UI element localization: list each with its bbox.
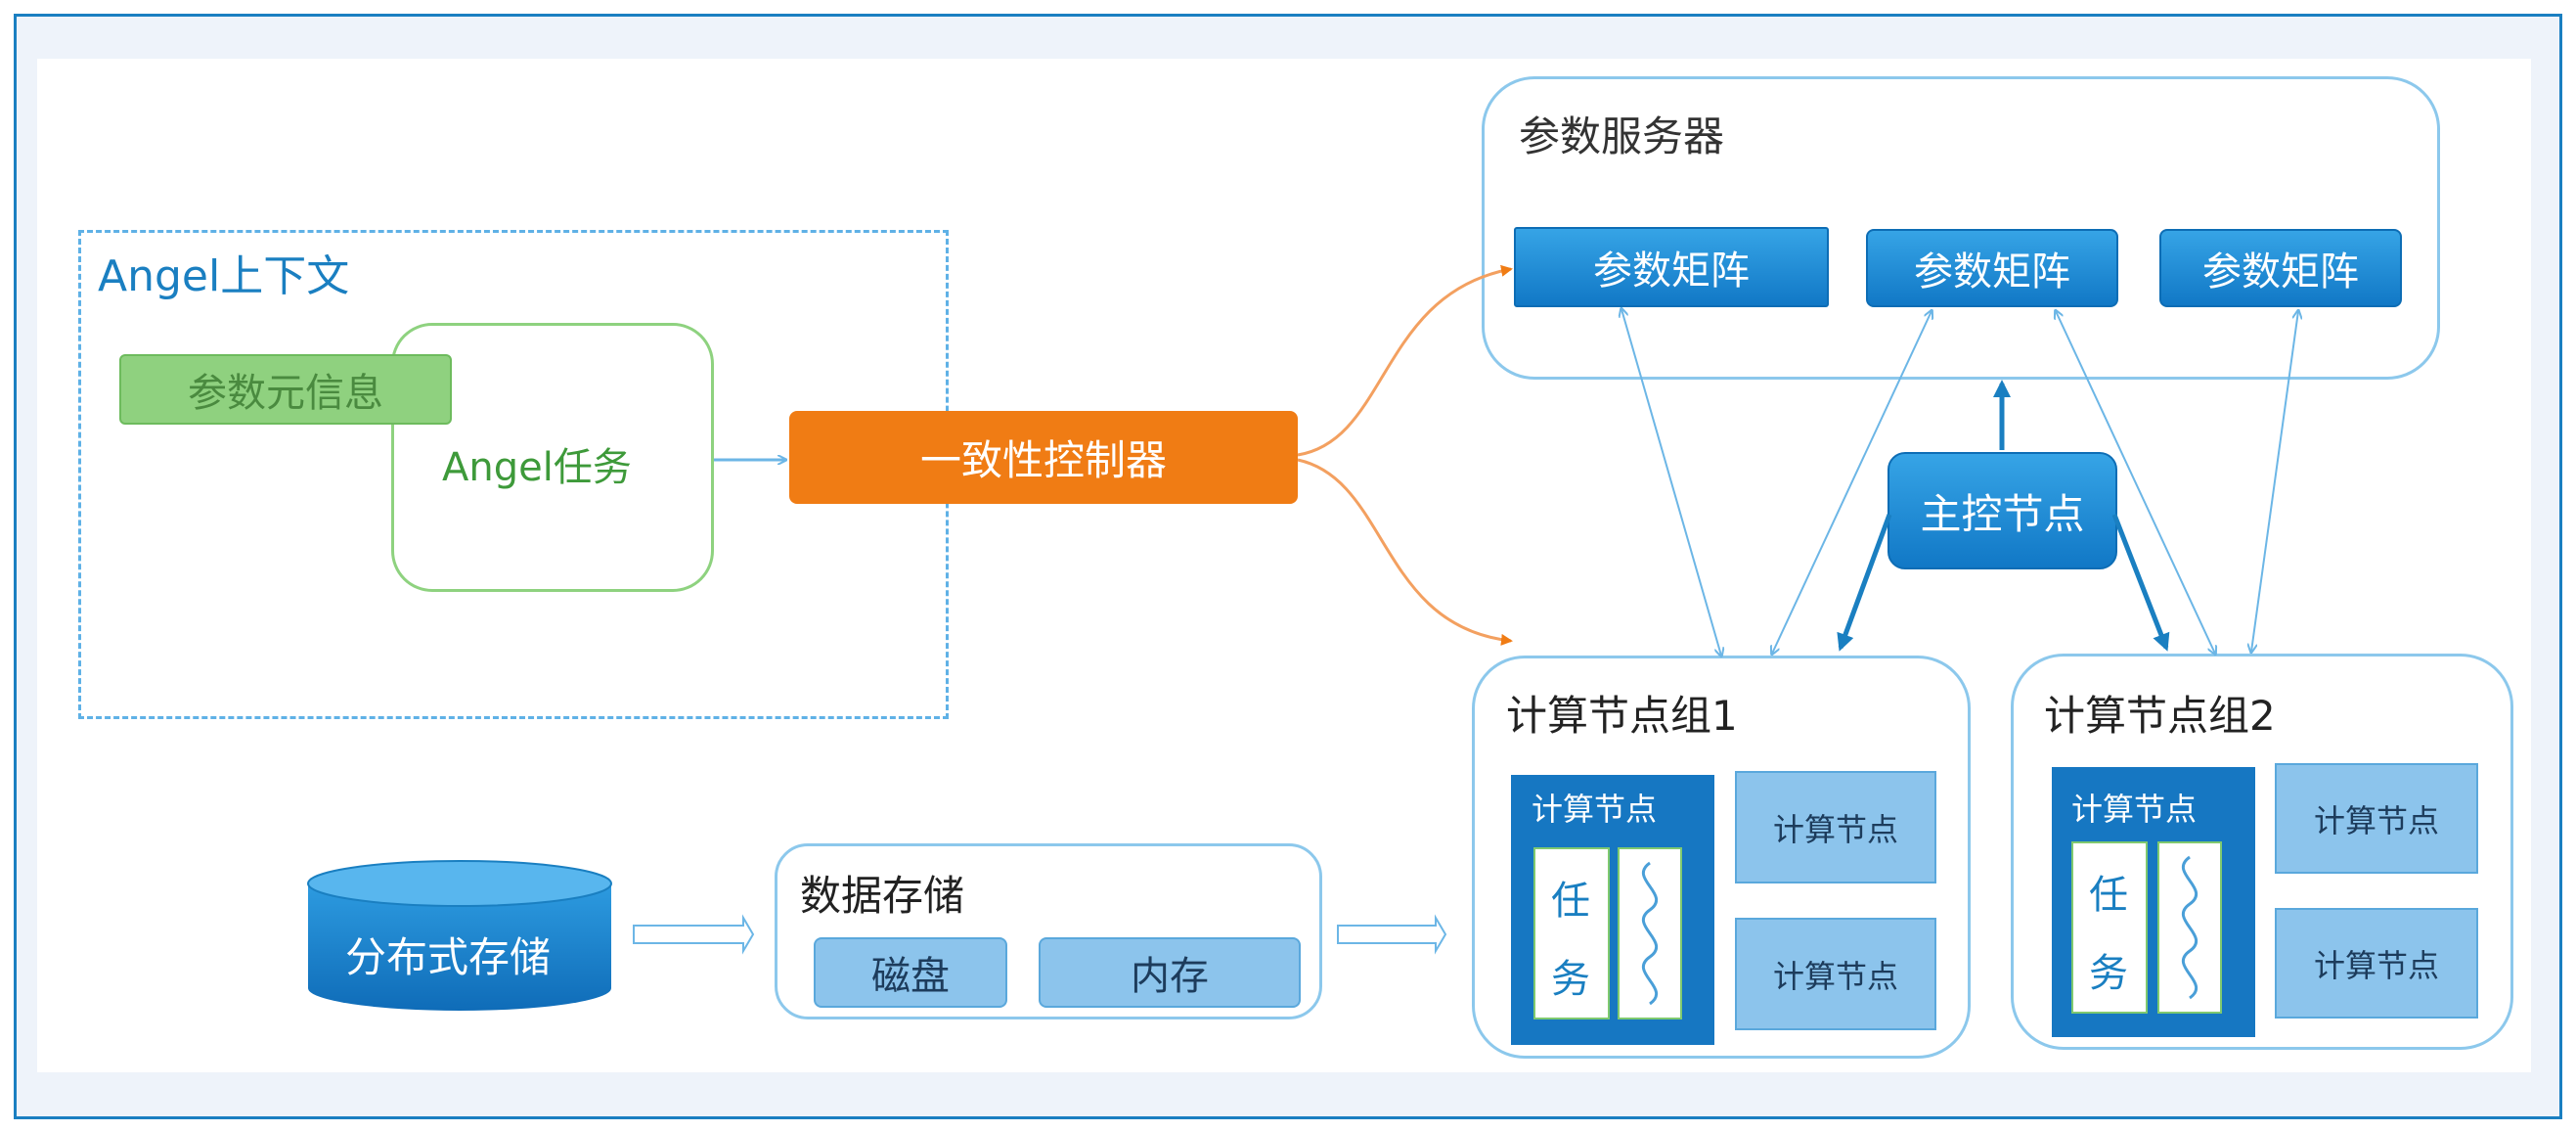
- consistency-controller-label: 一致性控制器: [919, 436, 1167, 484]
- compute-group-2-node-b: 计算节点: [2275, 908, 2478, 1019]
- param-matrix-1-label: 参数矩阵: [1593, 249, 1750, 294]
- compute-group-1-node-a: 计算节点: [1735, 771, 1936, 883]
- compute-group-1-task-box: 任 务: [1533, 847, 1610, 1019]
- compute-group-2-task-box: 任 务: [2071, 841, 2148, 1014]
- param-meta-info-box: 参数元信息: [119, 354, 452, 425]
- consistency-controller-box: 一致性控制器: [789, 411, 1298, 504]
- master-node-box: 主控节点: [1888, 452, 2117, 569]
- wave-icon: [1641, 861, 1659, 1006]
- compute-group-2-node-b-label: 计算节点: [2313, 946, 2439, 984]
- compute-group-2-task-char-1: 任: [2089, 873, 2128, 918]
- param-meta-info-label: 参数元信息: [188, 371, 383, 416]
- param-matrix-2-label: 参数矩阵: [1914, 249, 2070, 294]
- master-node-label: 主控节点: [1920, 489, 2085, 538]
- memory-box: 内存: [1039, 937, 1301, 1008]
- compute-group-1-node-b-label: 计算节点: [1772, 957, 1898, 995]
- compute-group-1-title: 计算节点组1: [1506, 692, 1738, 740]
- compute-group-2-main-node-label: 计算节点: [2071, 791, 2198, 828]
- data-storage-title: 数据存储: [800, 872, 965, 920]
- wave-icon: [2181, 855, 2198, 1000]
- compute-group-1-wave-box: [1618, 847, 1682, 1019]
- param-server-title: 参数服务器: [1519, 113, 1725, 160]
- memory-label: 内存: [1131, 954, 1209, 999]
- disk-label: 磁盘: [871, 954, 950, 999]
- distributed-storage-label: 分布式存储: [345, 933, 552, 981]
- compute-group-2-wave-box: [2157, 841, 2222, 1014]
- compute-group-1-node-a-label: 计算节点: [1772, 810, 1898, 848]
- disk-box: 磁盘: [814, 937, 1007, 1008]
- compute-group-2-title: 计算节点组2: [2044, 692, 2276, 740]
- param-matrix-1: 参数矩阵: [1514, 227, 1829, 307]
- param-matrix-3: 参数矩阵: [2159, 229, 2402, 307]
- angel-context-title: Angel上下文: [98, 251, 350, 301]
- compute-group-2-node-a: 计算节点: [2275, 763, 2478, 874]
- param-matrix-3-label: 参数矩阵: [2202, 249, 2359, 294]
- compute-group-1-main-node-label: 计算节点: [1532, 791, 1658, 828]
- compute-group-2-node-a-label: 计算节点: [2313, 801, 2439, 839]
- compute-group-2-task-char-2: 务: [2089, 951, 2128, 996]
- param-matrix-2: 参数矩阵: [1866, 229, 2118, 307]
- compute-group-1-task-char-2: 务: [1551, 957, 1590, 1002]
- angel-task-label: Angel任务: [442, 445, 632, 490]
- compute-group-1-node-b: 计算节点: [1735, 918, 1936, 1030]
- compute-group-1-task-char-1: 任: [1551, 879, 1590, 924]
